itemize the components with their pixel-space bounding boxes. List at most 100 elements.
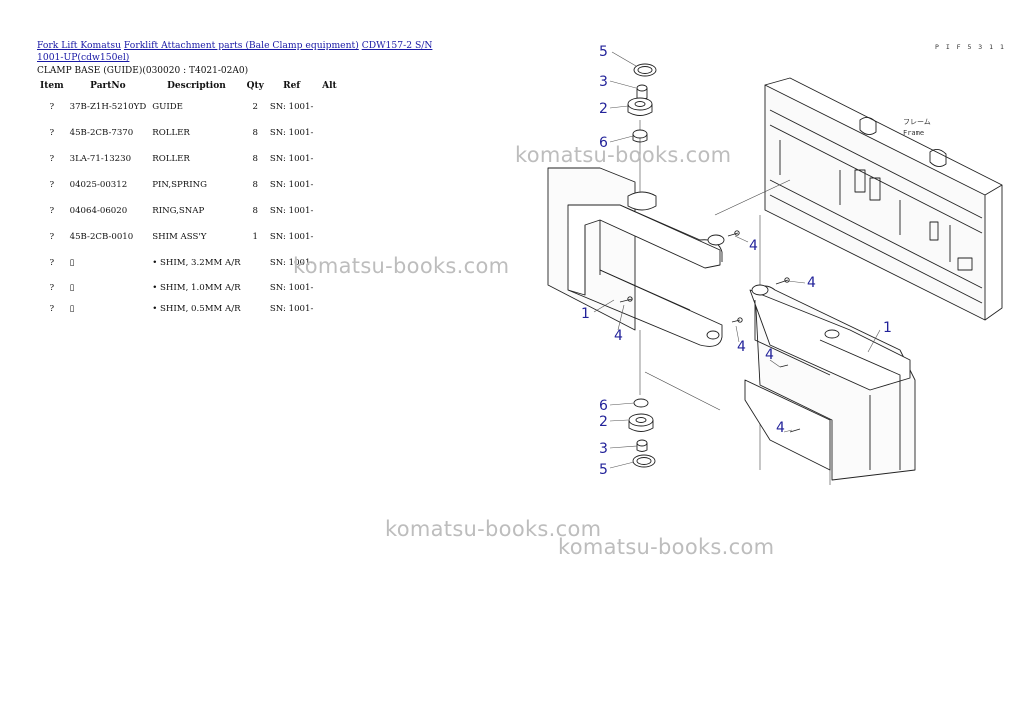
page-code: P I F 5 3 1 1: [935, 43, 1006, 51]
header-qty: Qty: [246, 81, 264, 91]
breadcrumb: Fork Lift Komatsu Forklift Attachment pa…: [37, 40, 447, 64]
cell-item: ?: [49, 304, 55, 314]
table-row: ? 37B-Z1H-5210YD GUIDE 2 SN: 1001-: [37, 94, 342, 120]
clamp-arm-right: [744, 284, 916, 481]
callout-5: 5: [599, 44, 608, 60]
cell-description: PIN,SPRING: [152, 180, 208, 190]
cell-partno: ▯: [69, 283, 75, 293]
pin-bottom: [633, 398, 649, 408]
breadcrumb-link-model[interactable]: CDW157-2 S/N 1001-UP(cdw150el): [37, 40, 433, 63]
cell-qty: 1: [252, 232, 258, 242]
cell-item: ?: [49, 102, 55, 112]
cell-partno: 04025-00312: [69, 180, 128, 190]
cell-description: • SHIM, 0.5MM A/R: [152, 304, 241, 314]
cell-partno: 3LA-71-13230: [69, 154, 132, 164]
cell-ref: SN: 1001-: [269, 180, 314, 190]
cell-partno: ▯: [69, 304, 75, 314]
clamp-arm-left: [547, 167, 725, 347]
callout-4: 4: [765, 347, 774, 363]
watermark: komatsu-books.com: [515, 143, 732, 167]
cell-description: GUIDE: [152, 102, 183, 112]
cell-partno: 04064-06020: [69, 206, 128, 216]
callout-4: 4: [737, 339, 746, 355]
callout-2: 2: [599, 101, 608, 117]
cell-description: ROLLER: [152, 154, 190, 164]
cell-ref: SN: 1001-: [269, 154, 314, 164]
header-item: Item: [40, 81, 64, 91]
spring-pin-top: [636, 84, 648, 100]
cell-ref: SN: 1001-: [269, 206, 314, 216]
table-header-row: Item PartNo Description Qty Ref Alt: [37, 78, 342, 94]
callout-4: 4: [614, 328, 623, 344]
callout-6: 6: [599, 135, 608, 151]
cell-ref: SN: 1001-: [269, 128, 314, 138]
cell-item: ?: [49, 154, 55, 164]
table-row: ? 04025-00312 PIN,SPRING 8 SN: 1001-: [37, 172, 342, 198]
callout-4: 4: [807, 275, 816, 291]
cell-partno: ▯: [69, 258, 75, 268]
cell-ref: SN: 1001-: [269, 232, 314, 242]
cell-item: ?: [49, 283, 55, 293]
cell-item: ?: [49, 258, 55, 268]
header-ref: Ref: [283, 81, 301, 91]
watermark: komatsu-books.com: [293, 254, 510, 278]
watermark: komatsu-books.com: [558, 535, 775, 559]
breadcrumb-link-fork-lift[interactable]: Fork Lift Komatsu: [37, 40, 121, 51]
cell-qty: 8: [252, 154, 258, 164]
snap-ring-bottom: [632, 454, 656, 468]
table-row: ? 45B-2CB-7370 ROLLER 8 SN: 1001-: [37, 120, 342, 146]
table-row: ? ▯ • SHIM, 0.5MM A/R SN: 1001-: [37, 300, 342, 318]
table-row: ? 04064-06020 RING,SNAP 8 SN: 1001-: [37, 198, 342, 224]
roller-bottom: [628, 413, 654, 432]
cell-description: • SHIM, 3.2MM A/R: [152, 258, 241, 268]
callout-1: 1: [581, 306, 590, 322]
frame-drawing: [764, 77, 1003, 321]
watermark: komatsu-books.com: [385, 517, 602, 541]
cell-item: ?: [49, 180, 55, 190]
cell-ref: SN: 1001-: [269, 304, 314, 314]
header-partno: PartNo: [90, 81, 126, 91]
cell-ref: SN: 1001-: [269, 258, 314, 268]
snap-ring-top: [633, 63, 657, 77]
cell-partno: 45B-2CB-7370: [69, 128, 134, 138]
header-description: Description: [167, 81, 226, 91]
callout-5: 5: [599, 462, 608, 478]
header-alt: Alt: [322, 81, 337, 91]
spring-pin-bottom: [636, 439, 648, 452]
cell-item: ?: [49, 232, 55, 242]
cell-partno: 37B-Z1H-5210YD: [69, 102, 147, 112]
callout-3: 3: [599, 441, 608, 457]
cell-item: ?: [49, 128, 55, 138]
bolts: [619, 230, 801, 433]
table-row: ? ▯ • SHIM, 1.0MM A/R SN: 1001-: [37, 276, 342, 300]
cell-item: ?: [49, 206, 55, 216]
cell-ref: SN: 1001-: [269, 102, 314, 112]
parts-table: Item PartNo Description Qty Ref Alt ? 37…: [37, 78, 342, 318]
callout-4: 4: [776, 420, 785, 436]
cell-qty: 8: [252, 128, 258, 138]
callout-4: 4: [749, 238, 758, 254]
frame-label-jp: フレーム: [903, 118, 931, 126]
callout-3: 3: [599, 74, 608, 90]
cell-description: • SHIM, 1.0MM A/R: [152, 283, 241, 293]
cell-qty: 8: [252, 206, 258, 216]
cell-description: SHIM ASS'Y: [152, 232, 207, 242]
frame-label-en: Frame: [903, 129, 924, 137]
table-row: ? ▯ • SHIM, 3.2MM A/R SN: 1001-: [37, 250, 342, 276]
cell-description: RING,SNAP: [152, 206, 205, 216]
table-row: ? 45B-2CB-0010 SHIM ASS'Y 1 SN: 1001-: [37, 224, 342, 250]
cell-qty: 2: [252, 102, 258, 112]
breadcrumb-link-attachment-parts[interactable]: Forklift Attachment parts (Bale Clamp eq…: [123, 40, 359, 51]
table-row: ? 3LA-71-13230 ROLLER 8 SN: 1001-: [37, 146, 342, 172]
callout-1: 1: [883, 320, 892, 336]
pin-top: [632, 129, 648, 143]
section-title: CLAMP BASE (GUIDE)(030020 : T4021-02A0): [37, 66, 249, 76]
callout-6: 6: [599, 398, 608, 414]
cell-partno: 45B-2CB-0010: [69, 232, 134, 242]
callout-2: 2: [599, 414, 608, 430]
cell-ref: SN: 1001-: [269, 283, 314, 293]
roller-top: [627, 97, 653, 116]
cell-description: ROLLER: [152, 128, 190, 138]
cell-qty: 8: [252, 180, 258, 190]
